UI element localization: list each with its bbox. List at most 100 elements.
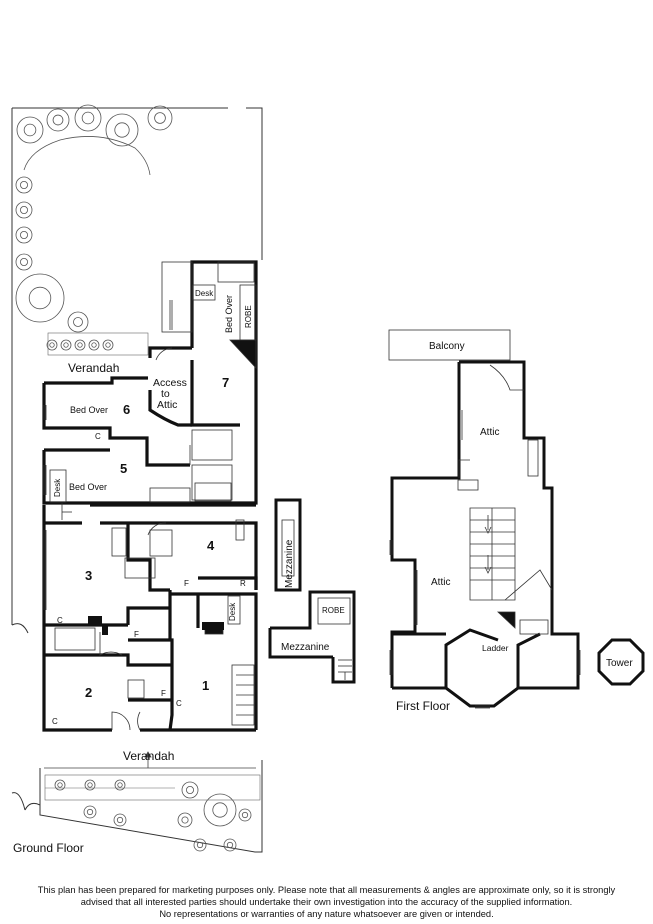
tree-icon: [15, 253, 33, 271]
verandah-rear-label: Verandah: [68, 361, 119, 375]
cupboard-label: C: [52, 717, 58, 726]
cupboard-label: C: [95, 432, 101, 441]
tree-icon-inner: [28, 286, 52, 310]
tree-icon-inner: [57, 782, 63, 788]
tree-icon-inner: [212, 802, 228, 818]
verandah-front-label: Verandah: [123, 749, 174, 763]
tree-icon-inner: [19, 205, 28, 214]
tree-icon: [46, 108, 70, 132]
front-verandah-outline: [44, 751, 256, 769]
tree-icon-inner: [77, 342, 83, 348]
tree-icon: [74, 339, 86, 351]
room-number-1: 1: [202, 678, 209, 693]
desk-5-label: Desk: [53, 478, 62, 497]
access-attic-line1: Access: [153, 377, 187, 389]
fridge-label: F: [161, 689, 166, 698]
tree-icon-inner: [81, 111, 95, 125]
tree-icon-inner: [154, 112, 166, 124]
bed-over-5-label: Bed Over: [69, 482, 107, 492]
room-number-2: 2: [85, 685, 92, 700]
attic-lower-label: Attic: [431, 577, 450, 588]
tree-icon-inner: [117, 782, 123, 788]
robe-mezz-label: ROBE: [322, 606, 345, 615]
bed-over-6-label: Bed Over: [70, 405, 108, 415]
tree-icon: [238, 808, 252, 822]
garden-hedge: [23, 136, 151, 176]
tree-icon: [67, 311, 89, 333]
mezzanine-vertical-label: Mezzanine: [284, 539, 295, 588]
tree-icon-inner: [86, 808, 94, 816]
first-floor-title: First Floor: [396, 699, 450, 713]
tree-icon-inner: [91, 342, 97, 348]
tree-icon: [15, 201, 33, 219]
tree-icon: [114, 779, 126, 791]
tree-icon: [84, 779, 96, 791]
room-labels: Verandah Verandah Bed Over Bed Over Bed …: [52, 289, 633, 763]
tree-icon: [88, 339, 100, 351]
tower-outline: [597, 638, 645, 686]
desk-7-label: Desk: [195, 289, 214, 298]
fireplaces: [88, 616, 224, 635]
ladder-label: Ladder: [482, 643, 509, 653]
tree-icon: [105, 113, 139, 147]
tree-icon-inner: [116, 816, 124, 824]
balcony-label: Balcony: [429, 341, 465, 352]
cupboard-label: C: [176, 699, 182, 708]
tree-icon-inner: [23, 123, 37, 137]
site-boundary: [11, 107, 263, 853]
tree-icon: [113, 813, 127, 827]
disclaimer: This plan has been prepared for marketin…: [0, 884, 653, 920]
tree-icon: [15, 226, 33, 244]
tree-icon-inner: [87, 782, 93, 788]
paving: [44, 332, 261, 801]
ground-floor-details: [43, 261, 257, 731]
tree-icon-inner: [19, 257, 28, 266]
room-number-4: 4: [207, 538, 215, 553]
desk-4-label: Desk: [228, 602, 237, 621]
tree-icon-inner: [105, 342, 111, 348]
tree-icon-inner: [19, 230, 28, 239]
access-attic-line3: Attic: [157, 399, 177, 411]
mezzanine-details: [281, 519, 352, 680]
first-floor-walls: [390, 360, 580, 708]
tree-icon: [46, 339, 58, 351]
disclaimer-line-2: advised that all interested parties shou…: [80, 897, 573, 907]
disclaimer-line-1: This plan has been prepared for marketin…: [37, 885, 616, 895]
tree-icon-inner: [73, 317, 83, 327]
room-number-7: 7: [222, 375, 229, 390]
tree-icon: [223, 838, 237, 852]
tree-icon: [83, 805, 97, 819]
robe-7-label: ROBE: [244, 305, 253, 328]
tree-icon-inner: [181, 816, 189, 824]
tree-icon: [16, 116, 44, 144]
tower-label: Tower: [606, 658, 633, 669]
tree-icon: [147, 105, 173, 131]
tree-icon-inner: [19, 180, 28, 189]
mezzanine-walls: [268, 498, 356, 684]
cupboard-label: C: [57, 616, 63, 625]
refrigerator-label: R: [240, 579, 246, 588]
tree-icon-inner: [63, 342, 69, 348]
tree-icon-inner: [185, 786, 194, 795]
tree-icon-inner: [241, 811, 249, 819]
room-number-3: 3: [85, 568, 92, 583]
ground-floor-title: Ground Floor: [13, 841, 84, 855]
tree-icon: [181, 781, 199, 799]
tree-icon: [177, 812, 193, 828]
attic-upper-label: Attic: [480, 427, 499, 438]
room-number-6: 6: [123, 402, 130, 417]
mezzanine-label: Mezzanine: [281, 642, 330, 653]
tree-icon: [193, 838, 207, 852]
tree-icon-inner: [49, 342, 55, 348]
room-number-5: 5: [120, 461, 127, 476]
tree-icon-inner: [226, 841, 234, 849]
garden-trees: [15, 104, 252, 852]
tree-icon-inner: [114, 122, 130, 138]
tree-icon-inner: [52, 114, 64, 126]
tree-icon: [60, 339, 72, 351]
tree-icon-inner: [196, 841, 204, 849]
bed-over-7-label: Bed Over: [224, 295, 234, 333]
tree-icon: [15, 273, 65, 323]
tree-icon: [15, 176, 33, 194]
first-floor-details: [388, 329, 581, 709]
